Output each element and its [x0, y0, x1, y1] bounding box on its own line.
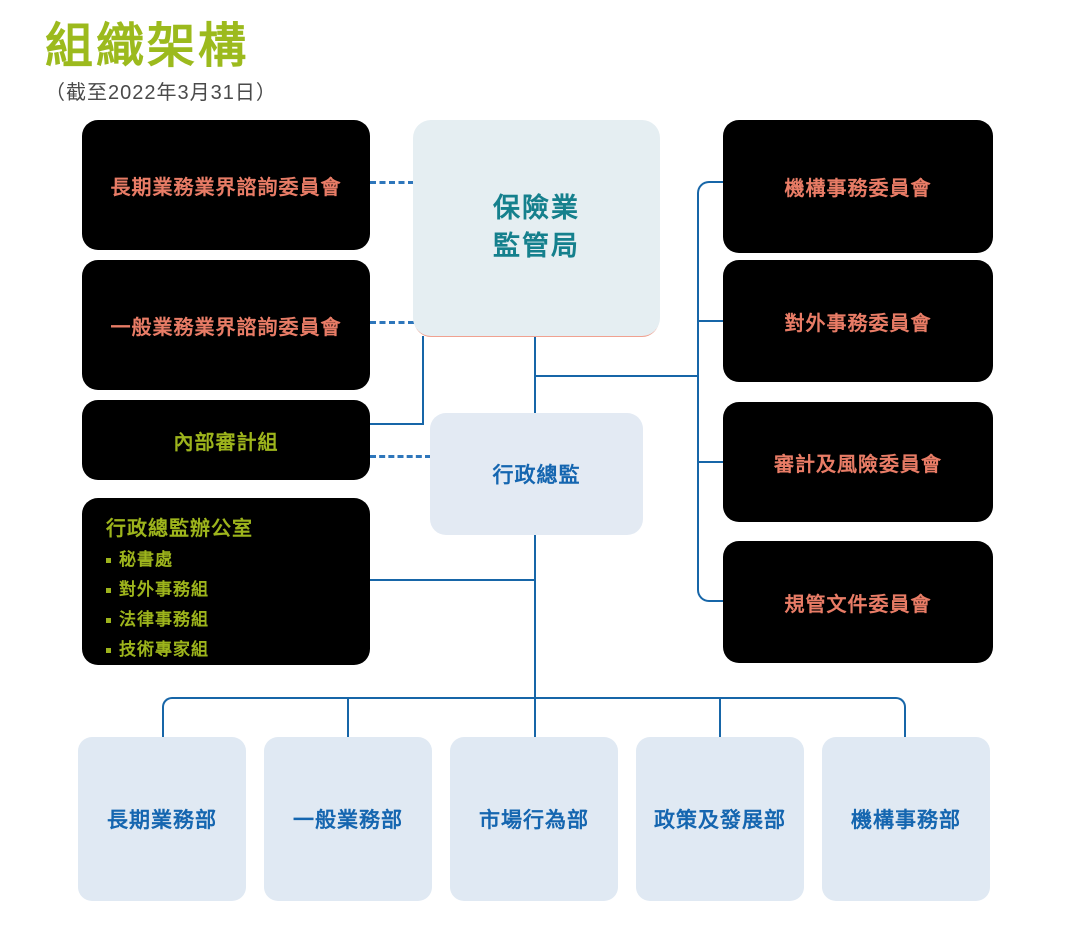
ceo-label: 行政總監 — [492, 464, 581, 487]
box-long-term-advisory-committee: 長期業務業界諮詢委員會 — [82, 120, 370, 250]
bullet-icon — [106, 587, 111, 593]
insurance-authority-label: 保險業 監管局 — [493, 190, 580, 266]
connector-drop-division4 — [719, 698, 721, 737]
bullet-icon — [106, 557, 111, 563]
bullet-icon — [106, 617, 111, 623]
general-advisory-committee-label: 一般業務業界諮詢委員會 — [110, 316, 342, 339]
division-corporate-affairs-label: 機構事務部 — [851, 809, 961, 832]
box-division-market-conduct: 市場行為部 — [450, 737, 618, 901]
ceo-office-unit: 技術專家組 — [106, 635, 360, 665]
ceo-office-unit-label: 法律事務組 — [119, 610, 209, 629]
ceo-office-unit-label: 對外事務組 — [119, 580, 209, 599]
box-division-policy-development: 政策及發展部 — [636, 737, 804, 901]
connector-dotted-committee1-root — [370, 181, 414, 184]
ceo-office-title: 行政總監辦公室 — [106, 518, 253, 540]
page-subtitle-date: （截至2022年3月31日） — [45, 82, 277, 104]
box-insurance-authority-root: 保險業 監管局 — [413, 120, 660, 336]
division-general-label: 一般業務部 — [293, 809, 403, 832]
ceo-office-unit: 對外事務組 — [106, 575, 360, 605]
corporate-affairs-committee-label: 機構事務委員會 — [784, 178, 932, 200]
connector-stub-committee-r2 — [698, 320, 723, 322]
connector-root-to-right-trunk — [535, 375, 698, 377]
ceo-office-unit-label: 技術專家組 — [119, 640, 209, 659]
ceo-office-unit: 法律事務組 — [106, 605, 360, 635]
connector-drop-division2 — [347, 698, 349, 737]
box-internal-audit-team: 內部審計組 — [82, 400, 370, 480]
connector-stub-committee-r3 — [698, 461, 723, 463]
box-corporate-affairs-committee: 機構事務委員會 — [723, 120, 993, 253]
audit-risk-committee-label: 審計及風險委員會 — [774, 453, 942, 476]
connector-divisions-trunk — [162, 697, 906, 737]
box-ceo: 行政總監 — [430, 413, 643, 535]
division-policy-development-label: 政策及發展部 — [654, 809, 786, 832]
ceo-office-unit: 秘書處 — [106, 545, 360, 575]
box-external-affairs-committee: 對外事務委員會 — [723, 260, 993, 382]
box-division-long-term: 長期業務部 — [78, 737, 246, 901]
connector-ceo-office — [370, 579, 536, 581]
box-division-general: 一般業務部 — [264, 737, 432, 901]
insurance-authority-line1: 保險業 — [493, 193, 580, 224]
connector-dotted-audit-ceo — [370, 455, 431, 458]
ceo-office-unit-label: 秘書處 — [119, 550, 173, 569]
long-term-advisory-committee-label: 長期業務業界諮詢委員會 — [110, 176, 342, 199]
external-affairs-committee-label: 對外事務委員會 — [784, 312, 932, 335]
box-regulatory-documents-committee: 規管文件委員會 — [723, 541, 993, 663]
box-division-corporate-affairs: 機構事務部 — [822, 737, 990, 901]
connector-root-to-audit-team — [370, 336, 424, 425]
box-ceo-office: 行政總監辦公室 秘書處 對外事務組 法律事務組 技術專家組 — [82, 498, 370, 665]
page-title: 組織架構 — [45, 20, 250, 73]
internal-audit-team-label: 內部審計組 — [173, 431, 279, 454]
regulatory-documents-committee-label: 規管文件委員會 — [784, 593, 932, 616]
bullet-icon — [106, 647, 111, 653]
connector-ceo-to-divisions — [534, 535, 536, 737]
connector-right-trunk — [697, 181, 723, 602]
insurance-authority-line2: 監管局 — [493, 231, 580, 261]
division-long-term-label: 長期業務部 — [107, 809, 217, 832]
box-audit-risk-committee: 審計及風險委員會 — [723, 402, 993, 522]
division-market-conduct-label: 市場行為部 — [479, 809, 589, 832]
connector-dotted-committee2-root — [370, 321, 414, 324]
box-general-advisory-committee: 一般業務業界諮詢委員會 — [82, 260, 370, 390]
